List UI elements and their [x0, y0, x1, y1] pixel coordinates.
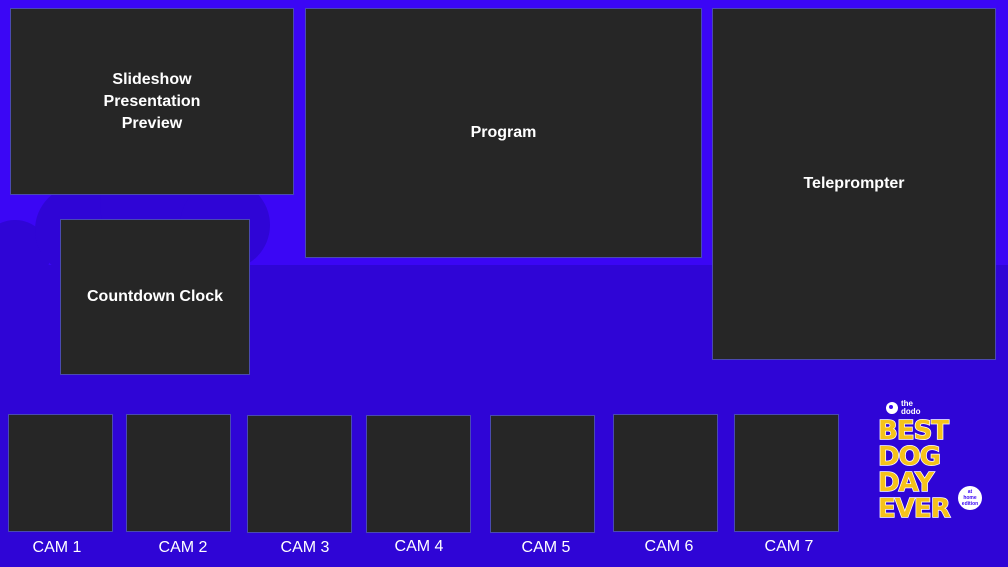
- countdown-clock-label: Countdown Clock: [87, 288, 223, 305]
- best-dog-day-ever-logo: the dodo BEST DOG DAY EVER at home editi…: [872, 398, 992, 530]
- cam-1-feed[interactable]: [8, 414, 113, 532]
- cam-5-label: CAM 5: [521, 539, 571, 556]
- cam-4-feed[interactable]: [366, 415, 471, 533]
- logo-line-day: DAY: [877, 468, 935, 498]
- at-home-edition-badge: at home edition: [958, 486, 982, 510]
- cam-1-label: CAM 1: [32, 539, 82, 556]
- logo-line-ever: EVER: [877, 494, 951, 524]
- the-dodo-text: the dodo: [901, 399, 921, 416]
- cam-3-label: CAM 3: [280, 539, 330, 556]
- dodo-bird-icon: [886, 402, 898, 414]
- program-panel[interactable]: Program: [305, 8, 702, 258]
- cam-4-label: CAM 4: [394, 538, 444, 555]
- program-label: Program: [470, 124, 537, 141]
- cam-7-feed[interactable]: [734, 414, 839, 532]
- cam-6-feed[interactable]: [613, 414, 718, 532]
- slideshow-preview-panel[interactable]: Slideshow Presentation Preview: [10, 8, 294, 195]
- the-dodo-brand: the dodo: [886, 400, 921, 416]
- cam-3-feed[interactable]: [247, 415, 352, 533]
- logo-line-dog: DOG: [877, 442, 942, 472]
- logo-line-best: BEST: [877, 416, 950, 446]
- slideshow-preview-label: Slideshow Presentation Preview: [103, 70, 201, 132]
- cam-6-label: CAM 6: [644, 538, 694, 555]
- cam-2-feed[interactable]: [126, 414, 231, 532]
- cam-5-feed[interactable]: [490, 415, 595, 533]
- teleprompter-label: Teleprompter: [803, 175, 905, 192]
- teleprompter-panel[interactable]: Teleprompter: [712, 8, 996, 360]
- cam-2-label: CAM 2: [158, 539, 208, 556]
- cam-7-label: CAM 7: [764, 538, 814, 555]
- countdown-clock-panel[interactable]: Countdown Clock: [60, 219, 250, 375]
